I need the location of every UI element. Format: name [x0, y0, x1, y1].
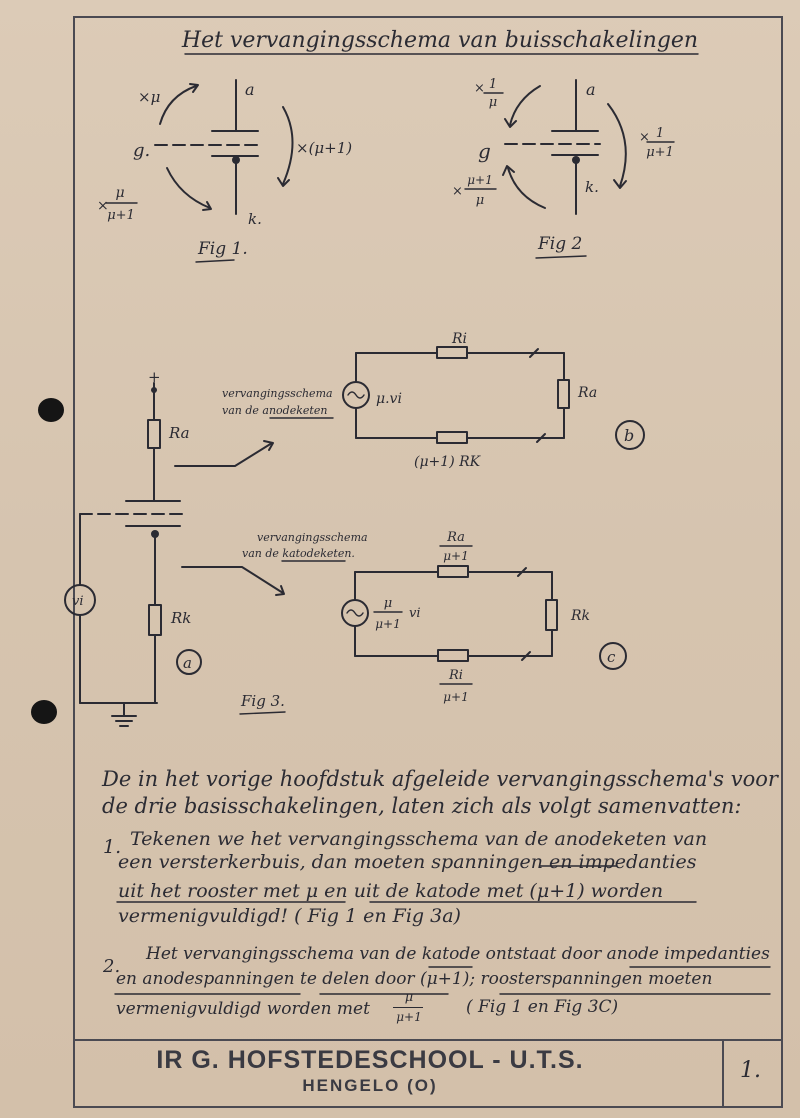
fig2-arrow-right — [607, 103, 627, 187]
fig3c-src-num: μ — [384, 596, 392, 611]
fig2-factor-top-den: μ — [489, 95, 497, 110]
fig2-arrow-bottom — [507, 167, 546, 209]
note-cathode-line2: van de katodeketen. — [242, 547, 355, 560]
fig1-factor-bottom-num: μ — [115, 185, 124, 201]
fig2-factor-right-num: 1 — [656, 126, 664, 141]
item2-line-1: Het vervangingsschema van de katode onts… — [146, 944, 770, 964]
item2-fraction-num: μ — [404, 990, 414, 1005]
fig3a-vi-label: vi — [72, 594, 84, 609]
item2-line-2: en anodespanningen te delen door (μ+1); … — [116, 969, 713, 989]
fig1-factor-bottom-den: μ+1 — [107, 208, 135, 223]
paragraph-line-2: de drie basisschakelingen, laten zich al… — [102, 794, 742, 818]
fig2-anode-label: a — [586, 80, 596, 99]
fig2-factor-top-prefix: × — [474, 81, 485, 96]
fig3c-circuit — [341, 565, 627, 670]
fig1-anode-label: a — [245, 80, 255, 99]
page-number: 1. — [740, 1058, 761, 1083]
note-anode-line2: van de anodeketen — [222, 404, 327, 417]
item1-line-2: een versterkerbuis, dan moeten spanninge… — [118, 851, 697, 873]
fig2-caption: Fig 2 — [537, 234, 582, 254]
fig3b-Rk-label: (μ+1) RK — [414, 454, 482, 470]
fig2-cathode-label: k. — [585, 178, 599, 196]
item2-line-3b: ( Fig 1 en Fig 3C) — [466, 997, 619, 1017]
item1-line-3: uit het rooster met μ en uit de katode m… — [118, 880, 664, 902]
fig2-factor-bottom-num: μ+1 — [467, 173, 493, 187]
fig1-arrow-top-left — [159, 85, 197, 125]
fig3c-Ri-num: Ri — [448, 668, 463, 683]
item1-line-1: Tekenen we het vervangingsschema van de … — [130, 828, 708, 850]
fig2-factor-bottom-prefix: × — [452, 184, 463, 199]
page-border — [73, 16, 783, 1108]
item1-line-4: vermenigvuldigd! ( Fig 1 en Fig 3a) — [118, 905, 461, 927]
fig1-arrow-bottom — [166, 167, 211, 209]
fig2-grid-label: g — [478, 139, 491, 163]
fig3c-Ra-den: μ+1 — [443, 549, 469, 563]
item1-number: 1. — [103, 836, 122, 858]
arrow-to-anode-scheme — [174, 442, 273, 467]
fig3a-plus: + — [148, 368, 161, 386]
fig3b-source-label: μ.vi — [376, 391, 402, 407]
fig3a-circle-label — [176, 649, 202, 675]
fig2-factor-top-num: 1 — [489, 77, 497, 92]
fig3b-circle-text: b — [624, 426, 634, 445]
fig3b-circuit — [342, 346, 645, 450]
fig3c-circle-label — [599, 642, 627, 670]
fig1-factor-right: ×(μ+1) — [296, 139, 352, 157]
fig1-caption: Fig 1. — [197, 239, 248, 259]
note-cathode-line1: vervangingsschema — [257, 531, 368, 544]
fig3c-Ra-num: Ra — [446, 530, 465, 545]
text-underlines — [114, 865, 771, 995]
fig1-factor-bottom-prefix: × — [97, 198, 109, 214]
fig1-triode — [154, 79, 294, 215]
fig3b-Ra-label: Ra — [577, 385, 597, 401]
fig2-factor-bottom-den: μ — [476, 193, 484, 208]
fig3a-Ra-label: Ra — [168, 424, 190, 442]
page-title: Het vervangingsschema van buisschakeling… — [181, 28, 698, 53]
item2-fraction-bar — [393, 1007, 423, 1008]
fig1-cathode-label: k. — [248, 210, 262, 228]
fig1-grid-label: g. — [133, 140, 150, 161]
arrow-to-cathode-scheme — [181, 566, 284, 594]
punch-hole-bottom — [31, 700, 57, 724]
punch-hole-top — [38, 398, 64, 422]
fig1-arrow-right — [282, 106, 294, 185]
footer-school-name: IR G. HOFSTEDESCHOOL - U.T.S. — [156, 1046, 584, 1074]
fig3c-circle-text: c — [607, 648, 616, 666]
fig3a-Rk-label: Rk — [170, 609, 191, 627]
fig3a-circuit — [64, 382, 285, 727]
fig3b-Ri-label: Ri — [451, 331, 467, 347]
fig2-arrow-top-left — [509, 85, 541, 126]
footer-city: HENGELO (O) — [302, 1076, 438, 1095]
item2-line-3a: vermenigvuldigd worden met — [116, 999, 370, 1019]
fig3c-src-vi: vi — [409, 606, 421, 621]
fig2-triode — [502, 79, 627, 215]
fig1-factor-top: ×μ — [138, 88, 160, 106]
item2-fraction-den: μ+1 — [396, 1010, 422, 1024]
fig2-factor-right-prefix: × — [639, 130, 650, 145]
fig3c-Ri-den: μ+1 — [443, 690, 469, 704]
fig3b-circle-label — [615, 420, 645, 450]
fig3c-Rk-label: Rk — [570, 608, 590, 624]
paragraph-line-1: De in het vorige hoofdstuk afgeleide ver… — [102, 767, 778, 791]
fig3-caption: Fig 3. — [240, 692, 285, 710]
note-anode-line1: vervangingsschema — [222, 387, 333, 400]
fig2-factor-right-den: μ+1 — [646, 145, 674, 160]
fig3a-circle-text: a — [183, 654, 192, 672]
fig3c-src-den: μ+1 — [375, 617, 401, 631]
item2-number: 2. — [103, 956, 121, 977]
